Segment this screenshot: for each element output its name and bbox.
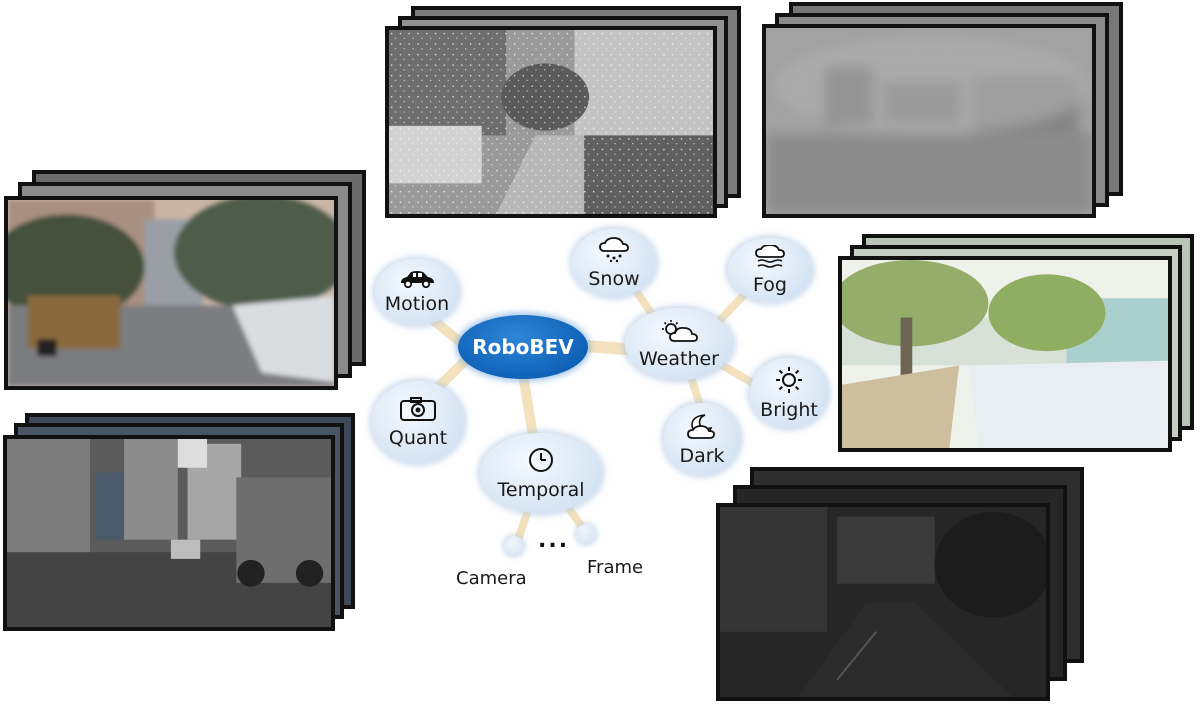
blurred-street-scene	[8, 200, 334, 386]
hub-label: RoboBEV	[472, 335, 574, 359]
front-frame	[716, 503, 1050, 701]
image-stack-motion	[4, 170, 366, 390]
frame-label: Frame	[587, 557, 644, 578]
front-frame	[762, 24, 1096, 218]
front-frame	[838, 256, 1172, 452]
node-bright-label: Bright	[760, 399, 818, 421]
camera-dot	[504, 536, 524, 556]
front-frame	[385, 26, 717, 218]
node-dark: Dark	[664, 403, 740, 475]
node-motion: Motion	[375, 259, 459, 325]
bright-street-scene	[842, 260, 1168, 448]
quantized-street-scene	[7, 439, 331, 627]
node-weather: Weather	[625, 308, 733, 380]
snow-cloud-icon	[597, 237, 631, 268]
node-temporal: Temporal	[480, 433, 602, 513]
node-snow: Snow	[572, 229, 656, 297]
node-quant-label: Quant	[388, 427, 448, 449]
car-icon	[398, 270, 436, 293]
image-stack-snow	[385, 6, 745, 218]
node-motion-label: Motion	[384, 293, 450, 315]
front-frame	[4, 196, 338, 390]
connector-camera	[514, 506, 532, 544]
frame-dot	[576, 524, 596, 544]
node-snow-label: Snow	[588, 268, 640, 290]
image-stack-fog	[762, 2, 1124, 218]
temporal-ellipsis: ...	[538, 528, 570, 553]
camera-icon	[399, 396, 437, 427]
clock-icon	[527, 446, 555, 479]
node-bright: Bright	[750, 358, 828, 428]
image-stack-quant	[3, 413, 357, 631]
moon-cloud-icon	[685, 412, 719, 445]
node-fog: Fog	[728, 238, 812, 302]
robobev-hub: RoboBEV	[458, 315, 588, 379]
snowy-street-scene	[389, 30, 713, 214]
camera-label: Camera	[456, 568, 527, 589]
image-stack-dark	[716, 467, 1086, 701]
node-quant: Quant	[372, 381, 464, 463]
dark-street-scene	[720, 507, 1046, 697]
node-dark-label: Dark	[679, 445, 725, 467]
foggy-street-scene	[766, 28, 1092, 214]
weather-icon	[658, 319, 700, 348]
node-temporal-label: Temporal	[497, 479, 585, 501]
sun-icon	[775, 366, 803, 399]
fog-cloud-icon	[753, 244, 787, 274]
image-stack-bright	[838, 234, 1196, 452]
node-weather-label: Weather	[639, 348, 719, 370]
front-frame	[3, 435, 335, 631]
node-fog-label: Fog	[753, 274, 787, 296]
